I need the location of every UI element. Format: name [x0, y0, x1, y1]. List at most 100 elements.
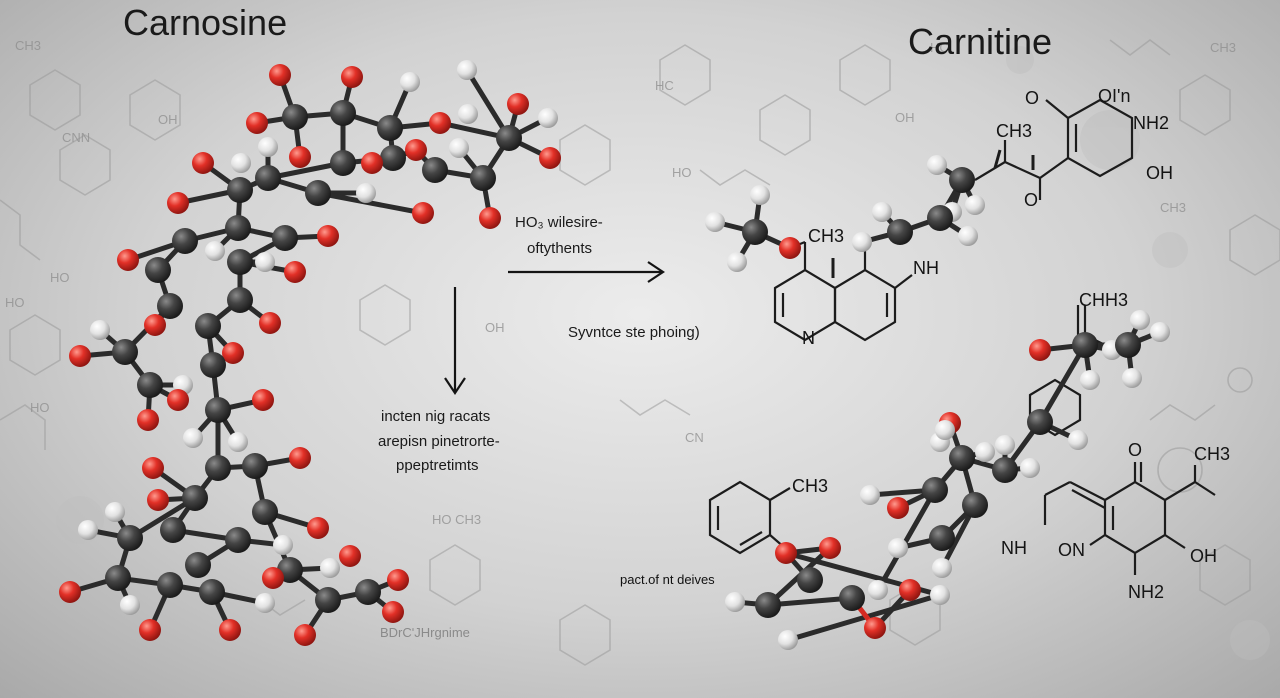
oxygen-atom	[147, 489, 169, 511]
carbon-atom	[205, 397, 231, 423]
bg-label: HC	[655, 78, 674, 93]
atom-label-ch3: CH3	[792, 476, 829, 496]
carbon-atom	[242, 453, 268, 479]
carbon-atom	[205, 455, 231, 481]
hydrogen-atom	[273, 535, 293, 555]
atom-label-oh: OI'n	[1098, 86, 1131, 106]
carbon-atom	[962, 492, 988, 518]
hydrogen-atom	[1068, 430, 1088, 450]
oxygen-atom	[139, 619, 161, 641]
bg-label: CH3	[15, 38, 42, 53]
hydrogen-atom	[725, 592, 745, 612]
hydrogen-atom	[449, 138, 469, 158]
hydrogen-atom	[78, 520, 98, 540]
carbon-atom	[1115, 332, 1141, 358]
hydrogen-atom	[205, 241, 225, 261]
oxygen-atom	[289, 447, 311, 469]
bg-label: CH3	[1160, 200, 1187, 215]
hydrogen-atom	[1130, 310, 1150, 330]
carbon-atom	[949, 445, 975, 471]
atom-label-ch3: CH3	[996, 121, 1033, 141]
carbon-atom	[145, 257, 171, 283]
hydrogen-atom	[228, 432, 248, 452]
carbon-atom	[199, 579, 225, 605]
carbon-atom	[282, 104, 308, 130]
oxygen-atom	[246, 112, 268, 134]
bg-label: HO	[50, 270, 70, 285]
hydrogen-atom	[965, 195, 985, 215]
bg-label: CN	[685, 430, 704, 445]
carbon-atom	[1072, 332, 1098, 358]
hydrogen-atom	[888, 538, 908, 558]
title-carnitine: Carnitine	[908, 21, 1053, 62]
bg-label: HC	[930, 40, 949, 55]
carbon-atom	[157, 572, 183, 598]
bg-label: HO	[30, 400, 50, 415]
annotation-bottom-faded: BDrCʹJHrgnime	[380, 625, 470, 640]
carbon-atom	[422, 157, 448, 183]
annotation-lower-line3: ppeptretimts	[396, 457, 479, 474]
hydrogen-atom	[995, 435, 1015, 455]
oxygen-atom	[289, 146, 311, 168]
atom-label-o: O	[1128, 440, 1143, 460]
hydrogen-atom	[458, 104, 478, 124]
hydrogen-atom	[935, 420, 955, 440]
carbon-atom	[315, 587, 341, 613]
carbon-atom	[927, 205, 953, 231]
bg-label: OH	[485, 320, 505, 335]
hydrogen-atom	[255, 252, 275, 272]
oxygen-atom	[405, 139, 427, 161]
annotation-right-middle: Syvntce ste phoing)	[568, 324, 700, 341]
atom-label-chh3: CHH3	[1079, 290, 1129, 310]
carbon-atom	[157, 293, 183, 319]
oxygen-atom	[269, 64, 291, 86]
oxygen-atom	[259, 312, 281, 334]
carbon-atom	[160, 517, 186, 543]
carbon-atom	[172, 228, 198, 254]
carbon-atom	[355, 579, 381, 605]
atom-label-nh2: NH2	[1128, 582, 1165, 602]
carbon-atom	[377, 115, 403, 141]
oxygen-atom	[307, 517, 329, 539]
carbon-atom	[496, 125, 522, 151]
hydrogen-atom	[778, 630, 798, 650]
hydrogen-atom	[1020, 458, 1040, 478]
oxygen-atom	[222, 342, 244, 364]
carbon-atom	[1027, 409, 1053, 435]
title-carnosine: Carnosine	[123, 2, 288, 43]
hydrogen-atom	[750, 185, 770, 205]
carbon-atom	[330, 100, 356, 126]
hydrogen-atom	[860, 485, 880, 505]
hydrogen-atom	[868, 580, 888, 600]
carbon-atom	[470, 165, 496, 191]
hydrogen-atom	[930, 585, 950, 605]
atom-label-ch3: CH3	[1194, 444, 1231, 464]
oxygen-atom	[361, 152, 383, 174]
carbon-atom	[137, 372, 163, 398]
annotation-bottom-left: pact.of nt deives	[620, 572, 715, 587]
bg-label: HO CH3	[432, 512, 482, 527]
bg-label: OH	[895, 110, 915, 125]
atom-label-o: O	[1025, 88, 1040, 108]
hydrogen-atom	[258, 137, 278, 157]
oxygen-atom	[899, 579, 921, 601]
hydrogen-atom	[958, 226, 978, 246]
bg-label: HO	[672, 165, 692, 180]
oxygen-atom	[382, 601, 404, 623]
carbon-atom	[225, 527, 251, 553]
hydrogen-atom	[975, 442, 995, 462]
carbon-atom	[227, 249, 253, 275]
bond	[315, 190, 426, 216]
oxygen-atom	[252, 389, 274, 411]
carbon-atom	[949, 167, 975, 193]
oxygen-atom	[819, 537, 841, 559]
oxygen-atom	[429, 112, 451, 134]
carbon-atom	[929, 525, 955, 551]
bg-label: CNN	[62, 130, 91, 145]
carbon-atom	[112, 339, 138, 365]
hydrogen-atom	[183, 428, 203, 448]
oxygen-atom	[294, 624, 316, 646]
